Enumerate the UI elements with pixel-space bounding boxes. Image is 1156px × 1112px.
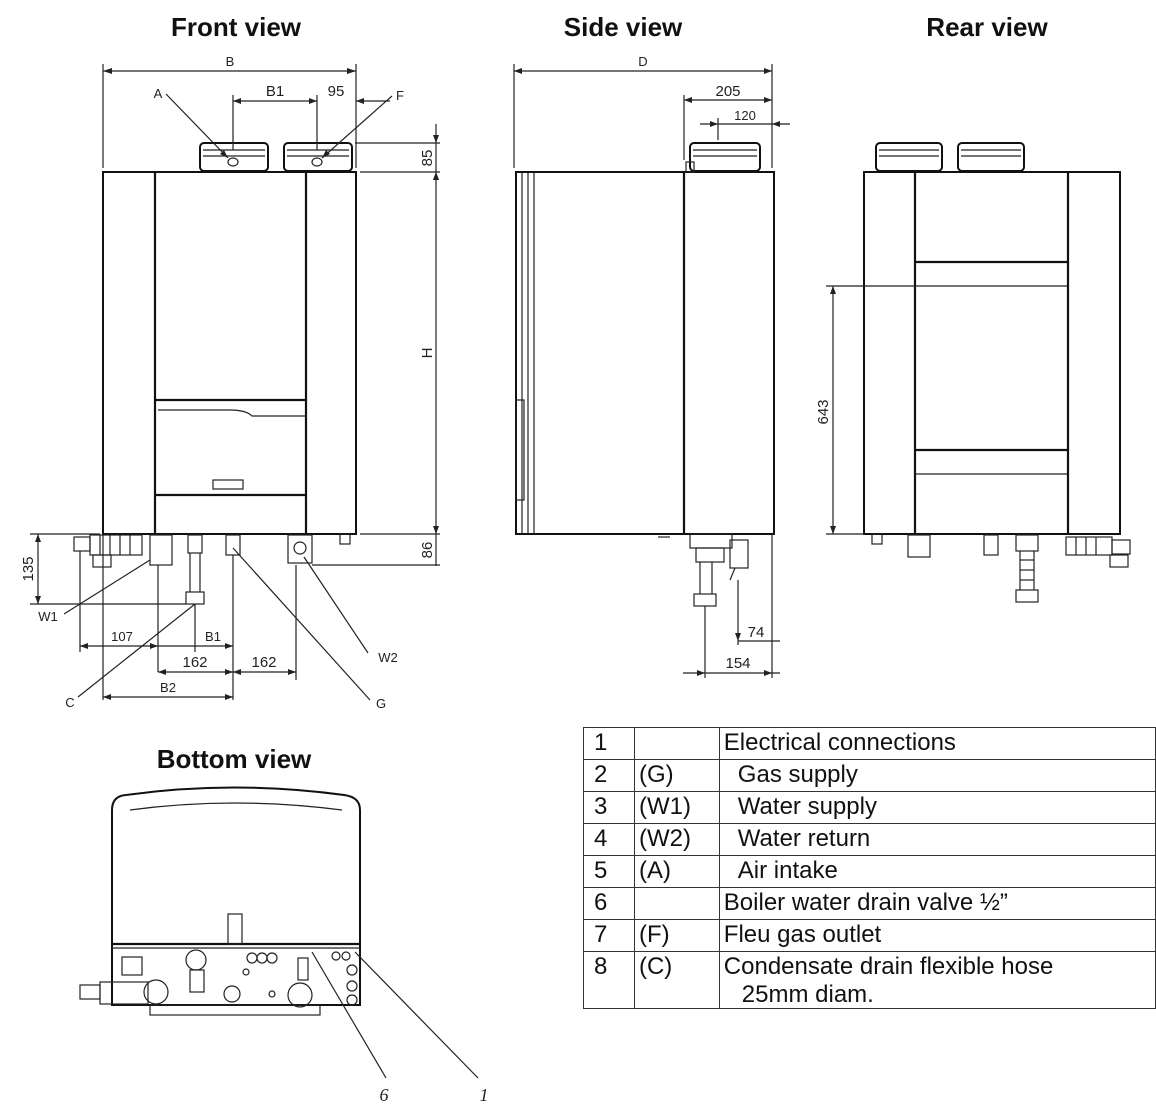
dim-B1-lower: B1 [205, 629, 221, 644]
bottom-view-title: Bottom view [157, 744, 312, 774]
legend-description-text: Gas supply [737, 761, 858, 788]
callout-C: C [65, 695, 74, 710]
side-dimensions: D 205 120 74 154 [513, 54, 790, 678]
legend-description: Fleu gas outlet [718, 919, 1156, 952]
legend-row: 3(W1) Water supply [583, 791, 1156, 824]
rear-connector-right [957, 142, 1025, 172]
legend-row: 4(W2) Water return [583, 823, 1156, 856]
legend-number: 1 [583, 727, 635, 760]
legend-row: 1 Electrical connections [583, 727, 1156, 760]
callout-G: G [376, 696, 386, 711]
dim-643: 643 [815, 399, 832, 424]
legend-description: Electrical connections [718, 727, 1156, 760]
callout-W2: W2 [378, 650, 398, 665]
side-flue-connector [689, 142, 761, 172]
legend-code: (W2) [633, 823, 720, 856]
callout-1: 1 [480, 1085, 489, 1105]
legend-number: 2 [583, 759, 635, 792]
front-bottom-fittings [73, 533, 351, 605]
rear-bottom-fittings [871, 533, 1131, 603]
dim-162-left: 162 [182, 654, 207, 671]
dim-B: B [226, 54, 235, 69]
legend-code [633, 887, 720, 920]
legend-row: 5(A) Air intake [583, 855, 1156, 888]
callout-W1: W1 [38, 609, 58, 624]
side-casing [515, 171, 775, 535]
side-view-drawing [515, 142, 775, 607]
legend-description: Water supply [718, 791, 1156, 824]
legend-description-text: Electrical connections [723, 729, 956, 756]
bottom-casing [111, 786, 361, 1006]
dim-74: 74 [748, 624, 765, 641]
legend-description: Water return [718, 823, 1156, 856]
rear-casing [863, 171, 1121, 535]
dim-85: 85 [419, 150, 436, 167]
front-view-drawing [73, 142, 357, 605]
bottom-view-drawing: 6 1 [79, 786, 489, 1105]
front-display-slot [212, 479, 244, 490]
legend-code: (G) [633, 759, 720, 792]
dim-B1: B1 [266, 83, 284, 100]
legend-row: 2(G) Gas supply [583, 759, 1156, 792]
legend-description: Boiler water drain valve ½” [718, 887, 1156, 920]
dim-107: 107 [111, 629, 133, 644]
flue-gas-outlet-connector [283, 142, 353, 172]
bottom-fittings [79, 913, 358, 1008]
dim-B2: B2 [160, 680, 176, 695]
legend-description-text: Water supply [737, 793, 877, 820]
legend-number: 6 [583, 887, 635, 920]
legend-number: 3 [583, 791, 635, 824]
legend-description-line2: 25mm diam. [741, 981, 874, 1008]
legend-description: Air intake [718, 855, 1156, 888]
dim-162-right: 162 [251, 654, 276, 671]
legend-code [633, 727, 720, 760]
front-view-title: Front view [171, 12, 302, 42]
legend-table: 1 Electrical connections 2(G) Gas supply 3(W… [583, 727, 1156, 1009]
legend-description-text: Fleu gas outlet [723, 921, 882, 948]
legend-number: 7 [583, 919, 635, 952]
legend-code: (F) [633, 919, 720, 952]
legend-code: (W1) [633, 791, 720, 824]
rear-dimensions: 643 [815, 285, 915, 535]
dim-205: 205 [715, 83, 740, 100]
legend-number: 5 [583, 855, 635, 888]
dim-H: H [419, 348, 436, 359]
callout-F: F [396, 88, 404, 103]
callout-6: 6 [380, 1085, 389, 1105]
legend-number: 4 [583, 823, 635, 856]
legend-description-text: Boiler water drain valve ½” [723, 889, 1008, 916]
legend-description-text: Condensate drain flexible hose [723, 953, 1054, 980]
front-dimensions: B B1 95 85 H 86 135 [20, 54, 440, 700]
air-intake-connector [199, 142, 269, 172]
legend-description: Gas supply [718, 759, 1156, 792]
legend-code: (C) [633, 951, 720, 1009]
rear-view-drawing [863, 142, 1131, 603]
legend-number: 8 [583, 951, 635, 1009]
legend-code: (A) [633, 855, 720, 888]
dim-D: D [638, 54, 647, 69]
callout-A: A [154, 86, 163, 101]
front-casing [102, 171, 357, 535]
legend-row: 6 Boiler water drain valve ½” [583, 887, 1156, 920]
front-callouts: A F W1 W2 C G [38, 86, 404, 711]
legend-row: 7(F)Fleu gas outlet [583, 919, 1156, 952]
side-bottom-fittings [658, 533, 749, 607]
dim-120: 120 [734, 108, 756, 123]
dim-86: 86 [419, 542, 436, 559]
dim-95: 95 [328, 83, 345, 100]
dim-135: 135 [20, 556, 37, 581]
side-view-title: Side view [564, 12, 683, 42]
legend-body: 1 Electrical connections 2(G) Gas supply 3(W… [583, 727, 1156, 1009]
rear-connector-left [875, 142, 943, 172]
rear-view-title: Rear view [926, 12, 1048, 42]
dim-154: 154 [725, 655, 750, 672]
legend-description-text: Water return [737, 825, 871, 852]
legend-description-text: Air intake [737, 857, 838, 884]
